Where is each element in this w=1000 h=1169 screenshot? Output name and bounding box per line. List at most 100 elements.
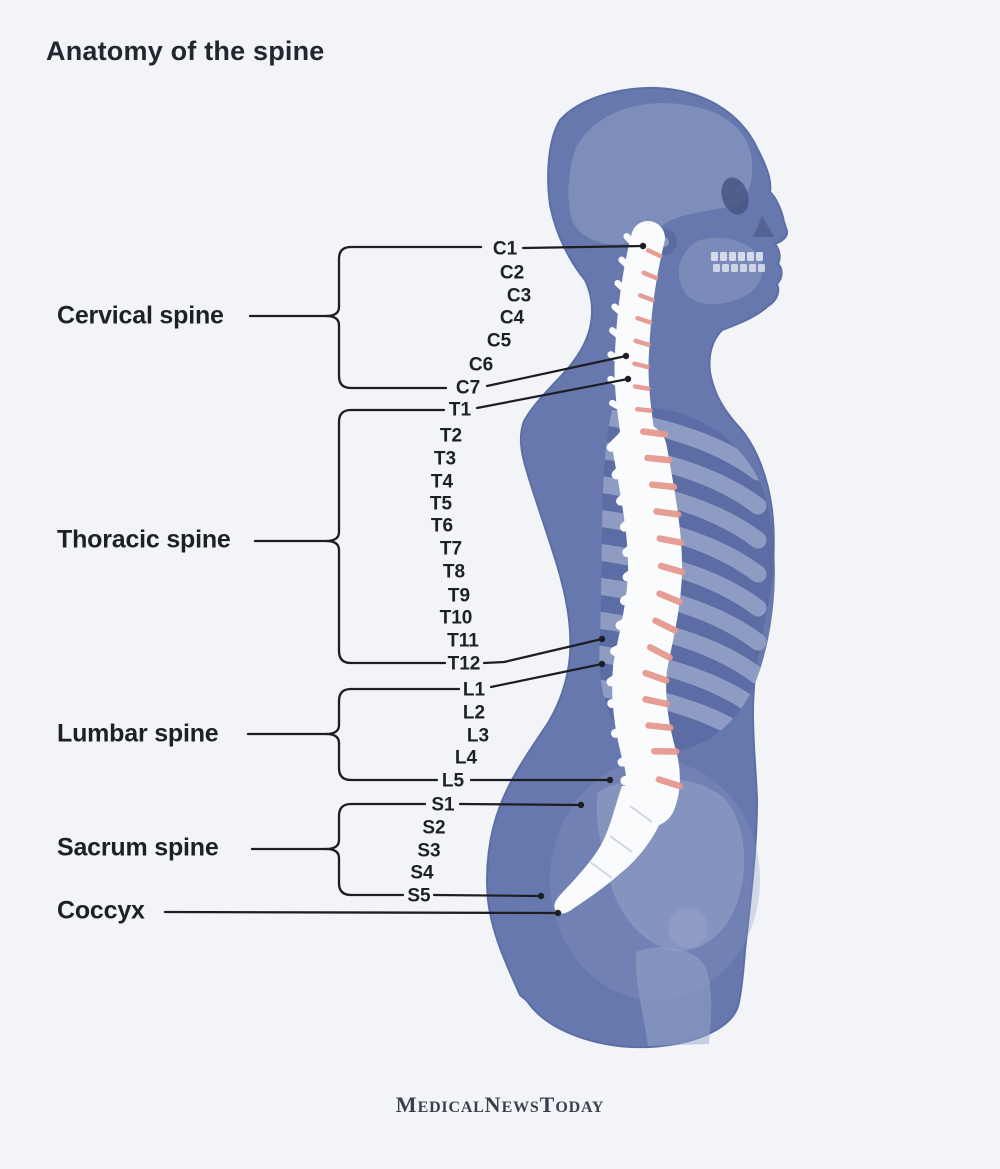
disc [646, 644, 673, 661]
leader-dot-T1 [624, 375, 632, 383]
brand-word-initial: T [539, 1092, 556, 1117]
disc [657, 562, 686, 576]
hip-joint [668, 908, 708, 948]
nasal-hollow [753, 216, 774, 237]
rib [599, 475, 767, 549]
tooth-upper [720, 252, 727, 261]
vertebra-label-T12: T12 [448, 654, 481, 675]
vertebra-label-T7: T7 [440, 539, 462, 560]
region-brackets [163, 245, 562, 917]
disc [635, 315, 653, 325]
disc [652, 617, 679, 634]
vertebra-label-S5: S5 [407, 886, 431, 907]
disc [637, 293, 655, 303]
leader-dot-coccyx [554, 909, 562, 917]
leader-dot-T12 [598, 635, 606, 643]
brand-logo: MedicalNewsToday [396, 1092, 605, 1118]
disc [642, 669, 670, 684]
tooth-lower [740, 264, 747, 272]
vertebra-label-T8: T8 [443, 562, 465, 583]
bracket-lumbar [324, 687, 461, 782]
vertebra-label-C4: C4 [500, 308, 525, 329]
vertebra-label-C2: C2 [500, 263, 524, 284]
vertebra-label-S4: S4 [410, 863, 434, 884]
tooth-lower [749, 264, 756, 272]
brand-word-initial: M [395, 1092, 418, 1117]
vertebra-label-T11: T11 [447, 631, 479, 652]
connector-coccyx [163, 910, 558, 915]
tooth-lower [758, 264, 765, 272]
cervical-column [614, 221, 665, 467]
tooth-upper [729, 252, 736, 261]
disc [639, 428, 669, 438]
vertebra-label-C6: C6 [469, 355, 493, 376]
eye-socket [721, 177, 749, 215]
leader-line-S5 [432, 893, 543, 898]
disc [632, 384, 651, 391]
vertebra-label-C7: C7 [456, 378, 480, 399]
vertebra-label-S3: S3 [417, 841, 440, 862]
vertebra-label-T10: T10 [440, 608, 473, 629]
region-label-cervical: Cervical spine [57, 301, 224, 330]
leader-line-C1 [521, 244, 645, 250]
teeth-row [711, 252, 765, 272]
region-label-coccyx: Coccyx [57, 896, 145, 925]
vertebra-label-C3: C3 [507, 286, 531, 307]
spine-illustration [554, 221, 686, 914]
tooth-lower [731, 264, 738, 272]
tooth-upper [756, 252, 763, 261]
leader-line-T1 [475, 377, 630, 410]
femur-bone [635, 947, 712, 1046]
disc [634, 406, 653, 413]
thoracolumbar-column [612, 423, 683, 827]
leader-dot-L5 [606, 776, 614, 784]
leader-line-C7 [485, 354, 628, 388]
sacral-segments [589, 805, 653, 879]
tooth-upper [747, 252, 754, 261]
vertebra-label-L4: L4 [455, 748, 478, 769]
leader-dot-S1 [577, 801, 585, 809]
vertebra-label-C5: C5 [487, 331, 512, 352]
brand-word-rest: oday [555, 1099, 605, 1116]
tooth-upper [711, 252, 718, 261]
disc [644, 454, 673, 464]
leader-dot-C1 [639, 242, 647, 250]
rib [599, 577, 767, 651]
brand-word-initial: N [484, 1092, 502, 1117]
disc [655, 776, 683, 790]
leader-lines [432, 242, 647, 900]
leader-line-L1 [489, 662, 604, 689]
vertebra-label-T1: T1 [449, 400, 472, 421]
bracket-thoracic [324, 408, 447, 665]
rib [599, 509, 767, 583]
brand-word-rest: ews [501, 1099, 540, 1116]
vertebra-labels: C1C2C3C4C5C6C7T1T2T3T4T5T6T7T8T9T10T11T1… [407, 239, 531, 907]
disc [642, 696, 671, 708]
region-label-lumbar: Lumbar spine [57, 719, 219, 748]
disc [645, 722, 674, 731]
leader-dot-S5 [537, 892, 545, 900]
intervertebral-discs [632, 248, 686, 790]
leader-line-T12 [482, 637, 604, 665]
disc [632, 361, 650, 370]
disc [645, 248, 663, 259]
vertebra-label-C1: C1 [493, 239, 518, 260]
page-title: Anatomy of the spine [46, 36, 325, 66]
tooth-lower [713, 264, 720, 272]
vertebra-label-T4: T4 [431, 472, 454, 493]
vertebra-label-S2: S2 [422, 818, 445, 839]
leader-dot-L1 [598, 660, 606, 668]
disc [641, 270, 659, 281]
vertebra-label-S1: S1 [431, 795, 455, 816]
tooth-upper [738, 252, 745, 261]
vertebra-label-T6: T6 [431, 516, 453, 537]
brand-word-rest: edical [417, 1099, 485, 1116]
vertebra-label-T2: T2 [440, 426, 462, 447]
leader-dot-C7 [622, 352, 630, 360]
vertebra-label-L1: L1 [463, 680, 486, 701]
disc [656, 535, 685, 546]
vertebra-label-L2: L2 [463, 703, 485, 724]
region-label-sacrum: Sacrum spine [57, 833, 219, 862]
